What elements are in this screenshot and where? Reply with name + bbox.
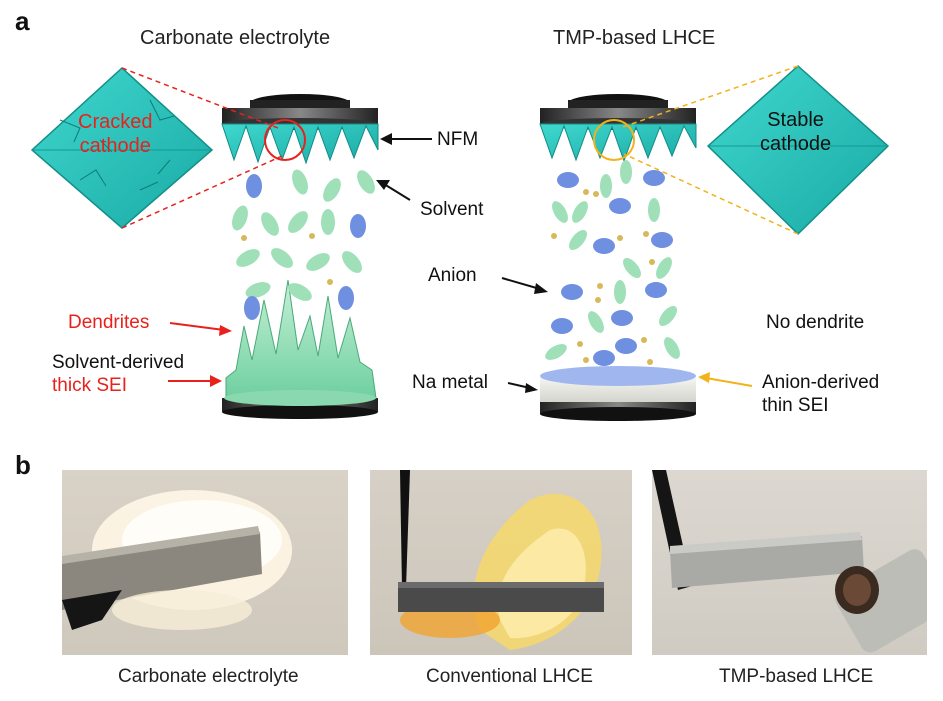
annotation-arrows	[168, 133, 753, 393]
solvent-derived-sei-label: Solvent-derived thick SEI	[52, 352, 185, 396]
na-metal-label: Na metal	[412, 372, 489, 393]
photo-carbonate-electrolyte	[62, 470, 348, 655]
right-electrolyte-molecules	[545, 160, 680, 366]
solvent-label: Solvent	[420, 199, 484, 220]
caption-carbonate-electrolyte: Carbonate electrolyte	[118, 666, 299, 687]
dendrites-label: Dendrites	[68, 312, 150, 333]
right-column-title: TMP-based LHCE	[553, 27, 716, 49]
right-cell	[539, 94, 697, 421]
anion-derived-sei-label: Anion-derived thin SEI	[762, 372, 880, 416]
left-cell	[221, 94, 379, 419]
panel-letter-b: b	[15, 450, 31, 480]
left-column-title: Carbonate electrolyte	[140, 27, 331, 49]
left-electrolyte-molecules	[232, 169, 375, 320]
cracked-cathode-label: Cracked cathode	[78, 111, 153, 157]
no-dendrite-label: No dendrite	[766, 312, 865, 333]
anion-label: Anion	[428, 265, 477, 286]
panel-letter-a: a	[15, 6, 30, 36]
photo-tmp-based-lhce	[652, 470, 927, 655]
caption-conventional-lhce: Conventional LHCE	[426, 666, 593, 687]
nfm-label: NFM	[437, 129, 479, 150]
caption-tmp-based-lhce: TMP-based LHCE	[719, 666, 874, 687]
stable-cathode-label: Stable cathode	[760, 109, 832, 155]
schematic-diagram	[30, 64, 890, 421]
photo-conventional-lhce	[370, 470, 632, 655]
